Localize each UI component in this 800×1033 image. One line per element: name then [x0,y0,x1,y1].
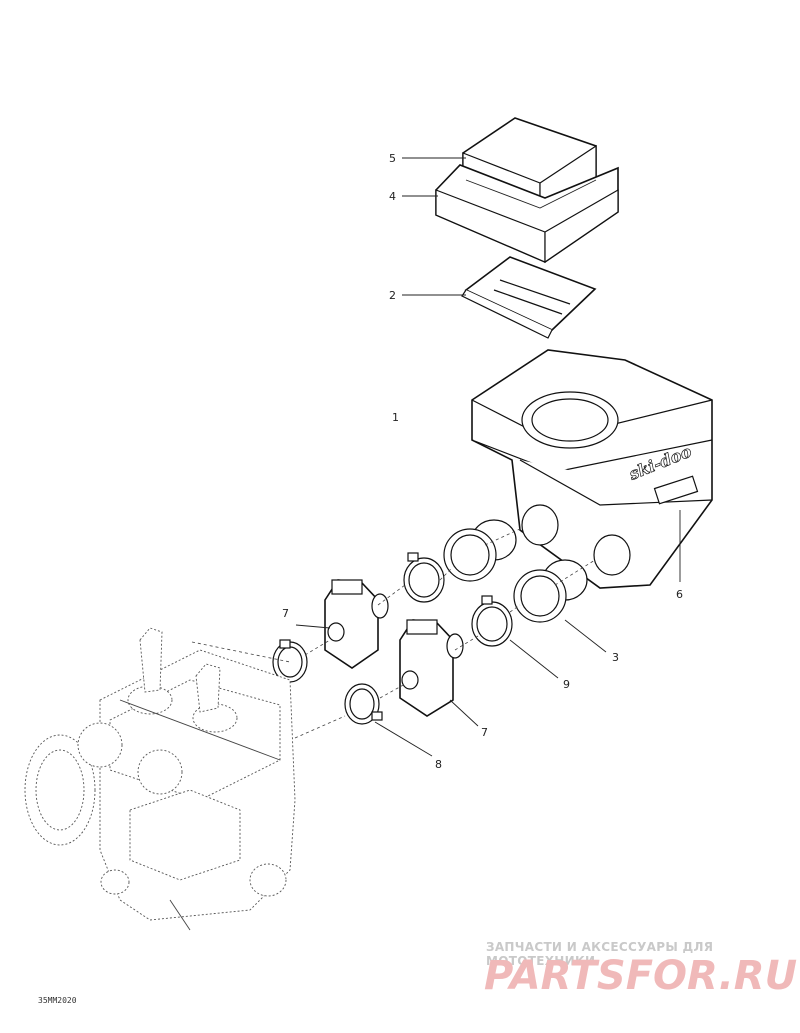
callout-4: 4 [389,190,396,203]
callout-7-upper: 7 [282,607,289,620]
callout-5: 5 [389,152,396,165]
part-2-plate [461,256,597,339]
part-3-rubber-adaptor-upper [443,519,517,582]
callout-6: 6 [676,588,683,601]
part-9-clamp-lower [471,595,513,647]
drawing-code: 35MM2020 [38,996,77,1005]
part-8-clamp-upper [272,639,308,683]
part-8-clamp-lower [344,683,383,725]
part-3-rubber-adaptor-lower [513,559,588,623]
part-7-carburetor-upper [324,579,389,669]
watermark-logo-part1: PARTS [484,953,626,999]
callout-8: 8 [435,758,442,771]
callout-7-lower: 7 [481,726,488,739]
part-7-carburetor-lower [399,619,464,717]
callout-3: 3 [612,651,619,664]
callout-numbers: 5 4 2 1 6 3 9 7 7 8 [282,152,683,771]
part-9-clamp-upper [403,552,445,603]
leader-lines [295,157,681,757]
engine-block [24,627,296,931]
callout-2: 2 [389,289,396,302]
part-1-air-silencer: ski-doo [471,349,713,589]
part-4-filter-frame [435,164,619,264]
watermark-logo: PARTSFOR.RU [484,953,797,999]
callout-1: 1 [392,411,399,424]
watermark-tagline: ЗАПЧАСТИ И АКСЕССУАРЫ ДЛЯ МОТОТЕХНИКИ [486,940,714,968]
callout-9: 9 [563,678,570,691]
watermark-logo-part2: FOR.RU [625,953,798,999]
alignment-lines [191,527,596,739]
